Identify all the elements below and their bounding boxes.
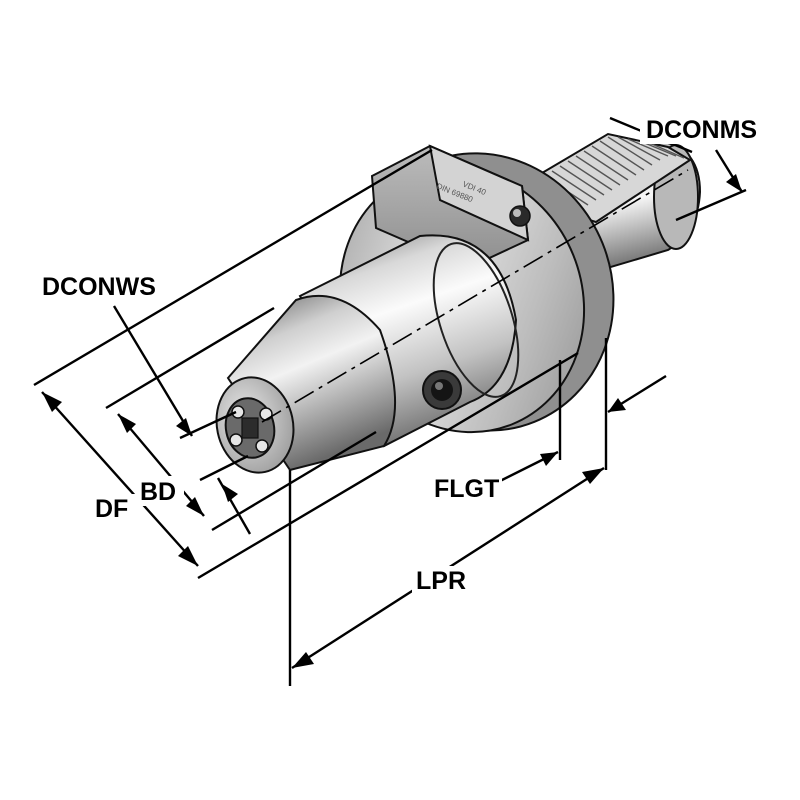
label-dconms: DCONMS <box>646 116 757 144</box>
dimension-labels: DCONMS DCONWS BD DF FLGT LPR <box>38 112 772 596</box>
label-dconws: DCONWS <box>42 273 156 301</box>
center-axis <box>261 169 689 423</box>
flange-block-face <box>428 144 530 242</box>
label-bd: BD <box>140 478 176 506</box>
collet-slots <box>229 405 273 453</box>
tool-holder: VDI 40 DIN 69880 <box>215 132 702 474</box>
body-rear-ring <box>432 242 520 398</box>
label-lpr: LPR <box>416 567 466 595</box>
block-screw-hole <box>509 205 531 227</box>
label-df: DF <box>95 495 128 523</box>
label-flgt: FLGT <box>434 475 499 503</box>
